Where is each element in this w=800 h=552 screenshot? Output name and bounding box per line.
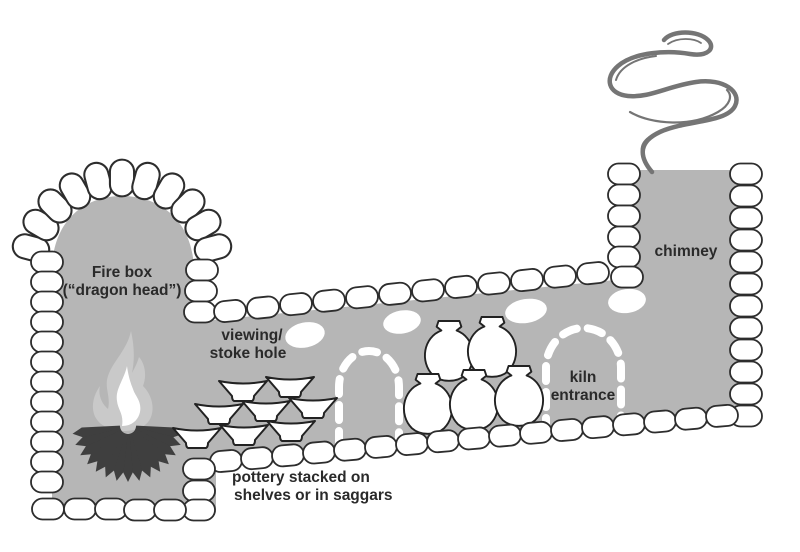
brick [239,445,275,471]
brick [443,273,479,300]
brick [642,408,678,435]
brick [704,403,740,429]
brick [183,300,217,324]
pottery-label-line1: pottery stacked on [232,469,370,486]
viewing-label-line2: stoke hole [210,345,287,362]
smoke-echo-stroke-2 [640,132,657,161]
brick [245,294,281,321]
smoke-main-stroke [607,30,739,175]
brick [575,260,611,287]
brick [30,330,64,354]
brick [607,245,641,269]
stoke-holes [285,288,646,348]
brick [332,436,368,463]
brick [729,316,763,340]
brick [31,497,65,521]
brick [456,425,492,452]
brick [729,206,763,230]
brick [311,287,347,314]
brick [30,270,64,294]
brick [270,442,306,469]
brick [729,250,763,274]
brick [30,470,64,494]
flame-inner [116,366,141,426]
brick [182,479,216,503]
brick [123,498,157,522]
firebox-label-line1: Fire box [92,264,153,281]
brick [729,294,763,318]
brick [94,497,128,521]
brick [185,258,219,282]
pottery-label-line2: shelves or in saggars [234,487,393,504]
diagram-labels: Fire box (“dragon head”) viewing/ stoke … [63,243,718,504]
brick [30,390,64,414]
brick [542,263,578,290]
brick [30,450,64,474]
brick [476,270,512,297]
brick [30,250,64,274]
brick [30,410,64,434]
brick [673,405,709,432]
brick [30,290,64,314]
brick [301,439,337,466]
brick [611,411,647,438]
brick [344,284,380,311]
stoke-hole [285,322,325,348]
stoke-hole [383,310,421,334]
brick [394,431,430,457]
brick [278,291,314,318]
stoke-hole [505,298,547,324]
smoke-echo-stroke-1 [628,88,732,124]
brick [729,272,763,296]
brick [108,158,136,198]
brick [363,434,399,460]
brick [607,204,641,228]
brick [425,428,461,455]
brick [184,279,218,303]
kiln-entrance-label-line1: kiln [570,369,597,386]
brick [580,414,616,440]
brick [607,162,641,186]
brick [30,370,64,394]
arch-openings [335,324,625,450]
brick [30,350,64,374]
kiln-entrance-arch [542,324,625,437]
brick [63,497,97,521]
stoke-hole [608,288,646,314]
brick [182,498,216,522]
brick [729,228,763,252]
brick [487,422,523,449]
brick [607,183,641,207]
brick [30,430,64,454]
stoke-arch [335,347,403,450]
firebox-label-line2: (“dragon head”) [63,282,182,299]
kiln-entrance-label-line2: entrance [551,387,616,404]
brick [610,265,644,289]
smoke-echo-stroke-3 [615,55,657,81]
flame [92,331,153,431]
brick [549,417,585,443]
brick [729,162,763,186]
brick [607,225,641,249]
brick [729,360,763,384]
brick [729,184,763,208]
chimney-label: chimney [655,243,718,260]
brick [518,420,554,446]
brick [729,338,763,362]
brick [212,297,248,325]
brick [410,277,446,304]
brick [509,267,545,294]
viewing-label-line1: viewing/ [221,327,283,344]
brick [377,280,413,307]
brick [182,457,216,481]
smoke-echo-stroke-4 [667,38,702,45]
smoke-swirl [607,30,739,175]
brick [30,310,64,334]
brick [153,498,187,522]
brick [729,382,763,406]
